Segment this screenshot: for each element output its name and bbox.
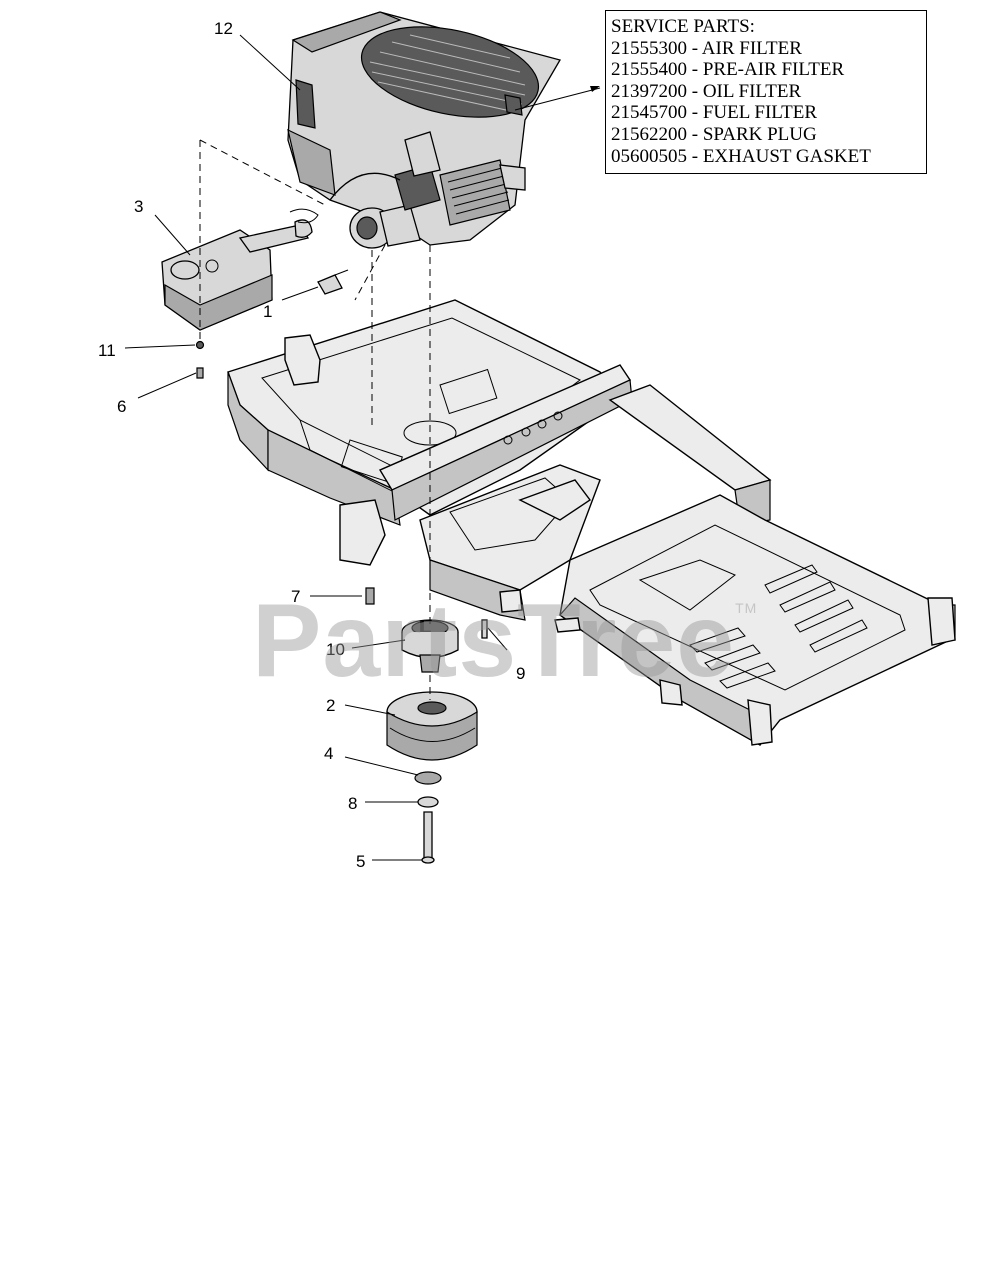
callout-7: 7 bbox=[291, 587, 300, 606]
fitting-part bbox=[317, 269, 349, 295]
callout-2: 2 bbox=[326, 696, 335, 715]
callout-6: 6 bbox=[117, 397, 126, 416]
service-part-item: 21397200 - OIL FILTER bbox=[611, 80, 802, 102]
callout-10: 10 bbox=[326, 640, 345, 659]
washer-part bbox=[195, 340, 205, 350]
key-part bbox=[481, 619, 488, 639]
engine bbox=[287, 11, 561, 249]
frame-bolt-part bbox=[365, 587, 375, 605]
service-parts-heading: SERVICE PARTS: bbox=[611, 16, 755, 37]
service-part-item: 21545700 - FUEL FILTER bbox=[611, 102, 818, 124]
service-part-item: 21555300 - AIR FILTER bbox=[611, 37, 802, 59]
callout-11: 11 bbox=[98, 341, 116, 360]
muffler bbox=[161, 208, 319, 331]
callout-12: 12 bbox=[214, 19, 233, 38]
callout-9: 9 bbox=[516, 664, 525, 683]
clutch-bolt-part bbox=[423, 811, 433, 859]
clutch bbox=[386, 691, 478, 761]
spacer-part bbox=[414, 771, 442, 785]
watermark-text: PartsTree bbox=[252, 583, 736, 699]
flat-washer-part bbox=[417, 796, 439, 808]
leader-lines bbox=[124, 34, 601, 861]
mower-frame bbox=[227, 299, 956, 746]
alignment-lines bbox=[199, 139, 431, 700]
service-part-item: 21562200 - SPARK PLUG bbox=[611, 123, 817, 145]
callout-3: 3 bbox=[134, 197, 143, 216]
service-part-item: 05600505 - EXHAUST GASKET bbox=[611, 145, 871, 167]
bolt-part bbox=[196, 367, 204, 379]
callout-5: 5 bbox=[356, 852, 365, 871]
callout-4: 4 bbox=[324, 744, 333, 763]
watermark: PartsTreeTM bbox=[252, 582, 757, 701]
watermark-trademark: TM bbox=[735, 600, 758, 616]
service-part-item: 21555400 - PRE-AIR FILTER bbox=[611, 59, 845, 81]
service-parts-box: SERVICE PARTS: 21555300 - AIR FILTER 215… bbox=[605, 10, 927, 174]
callout-8: 8 bbox=[348, 794, 357, 813]
callout-1: 1 bbox=[263, 302, 272, 321]
